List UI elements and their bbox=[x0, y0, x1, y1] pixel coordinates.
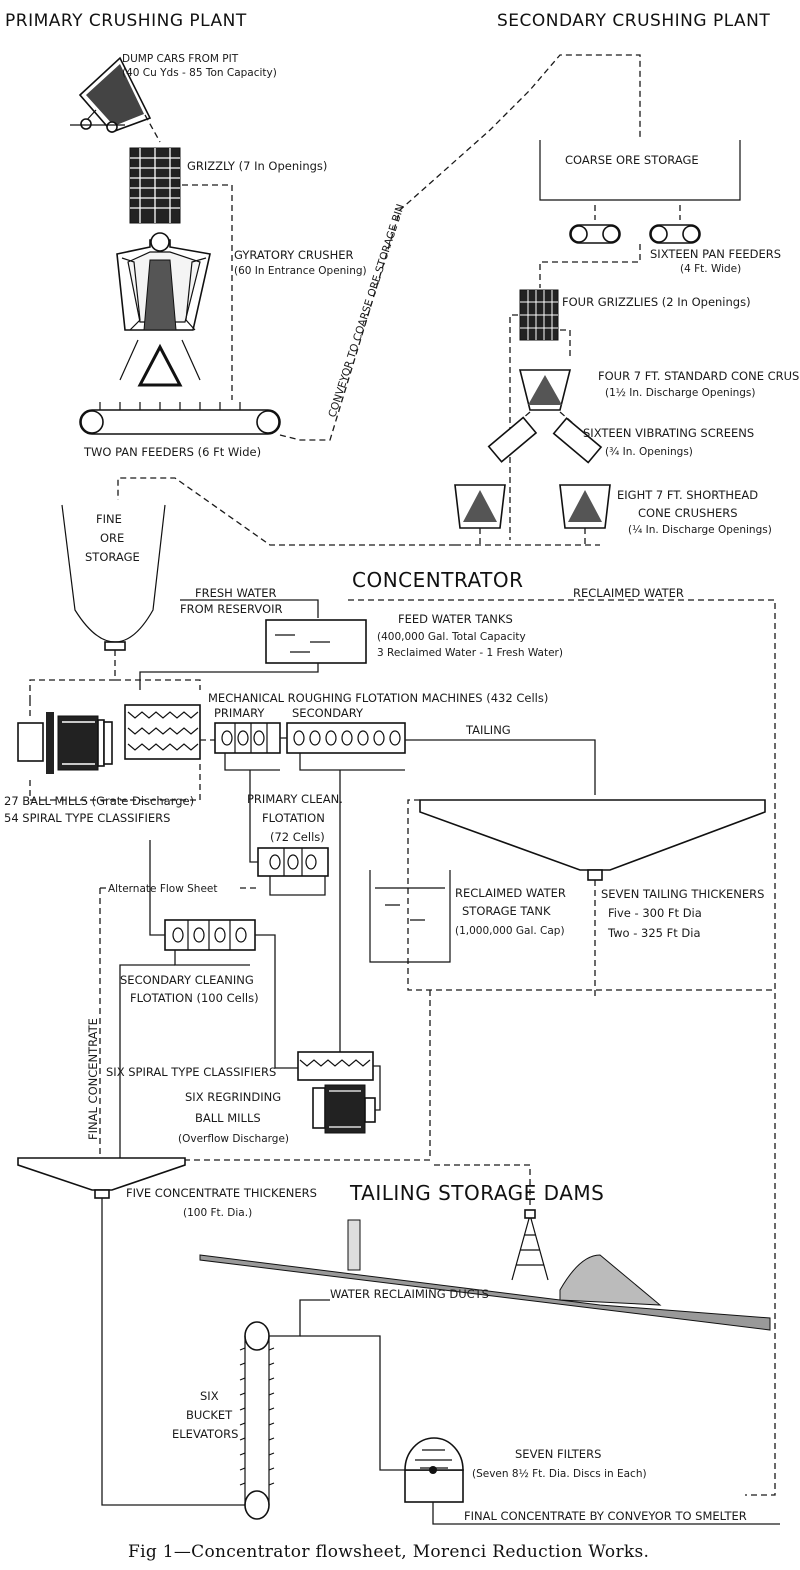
standard-cone-crusher bbox=[518, 369, 572, 411]
disc-filter bbox=[404, 1437, 464, 1503]
heading-primary-crushing-plant: PRIMARY CRUSHING PLANT bbox=[5, 11, 247, 31]
label-six-regrinding: SIX REGRINDING bbox=[185, 1090, 281, 1104]
label-primary-clean-cells: (72 Cells) bbox=[270, 830, 325, 844]
label-thickeners-five: Five - 300 Ft Dia bbox=[608, 906, 702, 920]
reclaimed-water-line bbox=[348, 599, 776, 1496]
regrinding-ball-mill bbox=[312, 1084, 376, 1134]
fine-ore-storage-bin bbox=[61, 504, 166, 651]
label-six-spiral-classifiers: SIX SPIRAL TYPE CLASSIFIERS bbox=[106, 1065, 276, 1079]
label-shorthead-crushers: EIGHT 7 FT. SHORTHEAD bbox=[617, 488, 758, 502]
label-elevators-six: SIX bbox=[200, 1389, 219, 1403]
label-conveyor-coarse-ore: CONVEYOR TO COARSE ORE STORAGE BIN bbox=[326, 203, 406, 419]
flow-grizzly-oversize bbox=[182, 184, 233, 400]
label-pan-feeders-width: (4 Ft. Wide) bbox=[680, 263, 741, 275]
reclaimed-water-storage-tank bbox=[369, 870, 451, 963]
label-gyratory-crusher: GYRATORY CRUSHER bbox=[234, 248, 354, 262]
bucket-elevator bbox=[239, 1321, 275, 1520]
label-feed-tanks-capacity: (400,000 Gal. Total Capacity bbox=[377, 631, 526, 643]
label-fresh-water: FRESH WATER bbox=[195, 586, 276, 600]
label-overflow-discharge: (Overflow Discharge) bbox=[178, 1133, 289, 1145]
spiral-classifier bbox=[124, 704, 201, 760]
label-vibrating-screens: SIXTEEN VIBRATING SCREENS bbox=[583, 426, 754, 440]
label-fine-ore-2: ORE bbox=[100, 531, 124, 545]
shorthead-cone-crushers bbox=[454, 484, 611, 529]
label-primary-clean: PRIMARY CLEAN. bbox=[247, 792, 343, 806]
label-shorthead-discharge: (¼ In. Discharge Openings) bbox=[628, 524, 772, 536]
secondary-roughing-cells bbox=[286, 722, 406, 754]
concentrate-line bbox=[101, 1198, 245, 1506]
label-dump-cars: DUMP CARS FROM PIT bbox=[122, 53, 239, 65]
tailing-thickener bbox=[419, 799, 766, 881]
figure-caption: Fig 1—Concentrator flowsheet, Morenci Re… bbox=[128, 1542, 649, 1562]
label-final-concentrate-conveyor: FINAL CONCENTRATE BY CONVEYOR TO SMELTER bbox=[464, 1509, 747, 1523]
label-seven-tailing-thickeners: SEVEN TAILING THICKENERS bbox=[601, 887, 764, 901]
label-elevators: ELEVATORS bbox=[172, 1427, 238, 1441]
flow-dump-to-grizzly bbox=[144, 114, 161, 143]
primary-roughing-cells bbox=[214, 722, 281, 754]
label-roughing-flotation: MECHANICAL ROUGHING FLOTATION MACHINES (… bbox=[208, 691, 548, 705]
label-reclaimed-tank: RECLAIMED WATER bbox=[455, 886, 566, 900]
heading-secondary-crushing-plant: SECONDARY CRUSHING PLANT bbox=[497, 11, 770, 31]
primary-cleaning-cells bbox=[257, 847, 329, 877]
label-concentrate-thickeners: FIVE CONCENTRATE THICKENERS bbox=[126, 1186, 317, 1200]
label-filters-discs: (Seven 8½ Ft. Dia. Discs in Each) bbox=[472, 1468, 647, 1480]
label-reclaimed-water: RECLAIMED WATER bbox=[573, 586, 684, 600]
label-concentrate-thickeners-dia: (100 Ft. Dia.) bbox=[183, 1207, 252, 1219]
label-feed-tanks-ratio: 3 Reclaimed Water - 1 Fresh Water) bbox=[377, 647, 563, 659]
label-sixteen-pan-feeders: SIXTEEN PAN FEEDERS bbox=[650, 247, 781, 261]
label-water-reclaiming-ducts: WATER RECLAIMING DUCTS bbox=[330, 1287, 489, 1301]
regrind-spiral-classifier bbox=[297, 1051, 374, 1081]
label-secondary-cleaning-flotation: FLOTATION (100 Cells) bbox=[130, 991, 259, 1005]
heading-concentrator: CONCENTRATOR bbox=[352, 568, 524, 592]
label-fine-ore-3: STORAGE bbox=[85, 550, 140, 564]
ball-mill bbox=[17, 712, 113, 774]
label-grizzly: GRIZZLY (7 In Openings) bbox=[187, 159, 327, 173]
label-from-reservoir: FROM RESERVOIR bbox=[180, 602, 283, 616]
label-screens-openings: (¾ In. Openings) bbox=[605, 446, 693, 458]
vibrating-screens bbox=[487, 416, 603, 464]
label-elevators-bucket: BUCKET bbox=[186, 1408, 233, 1422]
label-coarse-ore-storage: COARSE ORE STORAGE bbox=[565, 153, 699, 167]
secondary-cleaning-cells bbox=[164, 919, 256, 951]
dump-car bbox=[70, 56, 152, 133]
label-alternate-flow-sheet: Alternate Flow Sheet bbox=[108, 883, 217, 895]
label-dump-cars-capacity: (40 Cu Yds - 85 Ton Capacity) bbox=[122, 67, 277, 79]
label-standard-cone-crushers: FOUR 7 FT. STANDARD CONE CRUSHERS bbox=[598, 369, 800, 383]
primary-pan-feeder bbox=[79, 409, 281, 435]
label-storage-tank: STORAGE TANK bbox=[462, 904, 551, 918]
label-cone-discharge: (1½ In. Discharge Openings) bbox=[605, 387, 756, 399]
tailing-line bbox=[405, 739, 596, 795]
heading-tailing-storage-dams: TAILING STORAGE DAMS bbox=[349, 1181, 604, 1205]
coarse-ore-storage-bin bbox=[539, 140, 741, 201]
reclaim-tower bbox=[511, 1209, 549, 1281]
label-tailing: TAILING bbox=[465, 723, 511, 737]
label-primary-flotation: PRIMARY bbox=[214, 706, 265, 720]
label-two-pan-feeders: TWO PAN FEEDERS (6 Ft Wide) bbox=[83, 445, 261, 459]
label-regrind-ball-mills: BALL MILLS bbox=[195, 1111, 261, 1125]
grizzly bbox=[129, 147, 181, 224]
label-four-grizzlies: FOUR GRIZZLIES (2 In Openings) bbox=[562, 295, 751, 309]
flow-to-fine-ore-storage bbox=[117, 477, 455, 546]
four-grizzlies bbox=[519, 289, 559, 341]
label-final-concentrate: FINAL CONCENTRATE bbox=[86, 1018, 100, 1140]
label-reclaimed-tank-capacity: (1,000,000 Gal. Cap) bbox=[455, 925, 565, 937]
label-fine-ore-1: FINE bbox=[96, 512, 122, 526]
feed-water-tanks bbox=[265, 619, 367, 664]
conveyor-to-coarse-ore-bin bbox=[279, 54, 641, 441]
label-secondary-flotation: SECONDARY bbox=[292, 706, 364, 720]
label-primary-clean-flotation: FLOTATION bbox=[262, 811, 325, 825]
label-spiral-classifiers: 54 SPIRAL TYPE CLASSIFIERS bbox=[4, 811, 170, 825]
secondary-pan-feeders bbox=[569, 224, 701, 244]
label-feed-water-tanks: FEED WATER TANKS bbox=[398, 612, 513, 626]
label-thickeners-two: Two - 325 Ft Dia bbox=[607, 926, 701, 940]
tailing-dam bbox=[199, 1219, 771, 1331]
gyratory-crusher bbox=[116, 232, 211, 387]
label-shorthead-cone: CONE CRUSHERS bbox=[638, 506, 738, 520]
label-secondary-cleaning: SECONDARY CLEANING bbox=[120, 973, 254, 987]
label-gyratory-opening: (60 In Entrance Opening) bbox=[234, 265, 367, 277]
label-seven-filters: SEVEN FILTERS bbox=[515, 1447, 601, 1461]
label-ball-mills: 27 BALL MILLS (Grate Discharge) bbox=[4, 794, 194, 808]
